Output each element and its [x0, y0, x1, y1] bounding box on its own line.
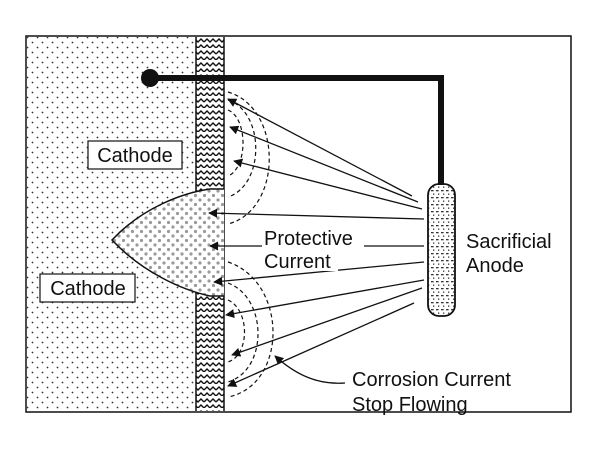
sacrificial-anode	[427, 183, 456, 317]
protective-label-bg	[262, 227, 364, 251]
anode-label-line2: Anode	[466, 255, 524, 277]
protective-label-line2: Current	[264, 251, 331, 273]
protective-label-line1: Protective	[264, 228, 353, 250]
corrosion-pit	[110, 188, 224, 297]
corrosion-current-arcs-lower	[227, 261, 274, 398]
corrosion-label-line2: Stop Flowing	[352, 394, 468, 416]
wire-terminal-dot	[141, 69, 159, 87]
cathode-lower-box	[39, 273, 136, 303]
anode-label-line1: Sacrificial	[466, 231, 552, 253]
cathode-lower-label: Cathode	[50, 278, 126, 300]
connection-wire	[150, 75, 444, 185]
current-label-bg	[262, 251, 338, 271]
cathode-upper-box	[87, 140, 183, 170]
corrosion-callout-arrow	[274, 355, 346, 384]
protective-current-arrows	[208, 98, 425, 387]
corrosion-label-line1: Corrosion Current	[352, 369, 511, 391]
corrosion-current-arcs-upper	[227, 91, 270, 225]
cathode-upper-label: Cathode	[97, 145, 173, 167]
